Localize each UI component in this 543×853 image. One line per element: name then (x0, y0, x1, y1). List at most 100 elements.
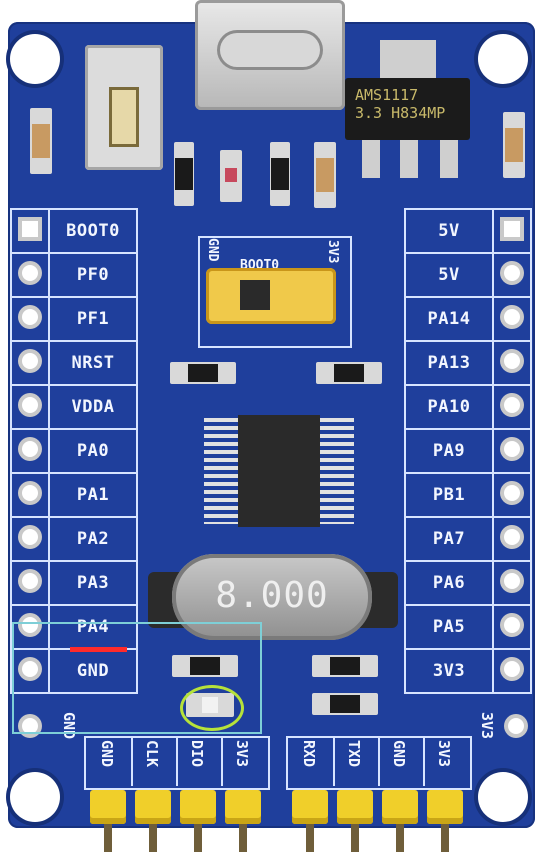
pin-pad-cell (10, 516, 50, 562)
pin-label: 5V (438, 221, 460, 241)
pin-pad-cell (10, 560, 50, 606)
pin-label-cell: 5V (404, 252, 494, 298)
regulator-leg (400, 140, 418, 178)
pin-pad (504, 485, 520, 501)
resistor (170, 362, 236, 384)
bottom-cell-divider (423, 736, 425, 786)
capacitor (314, 142, 336, 208)
regulator-marking: AMS1117 3.3 H834MP (355, 86, 445, 122)
pin-label: PA10 (427, 397, 471, 417)
regulator-leg (362, 140, 380, 178)
crystal-oscillator (172, 554, 372, 640)
bottom-pin-label: GND (390, 740, 408, 768)
pin-row: NRST (10, 340, 138, 386)
pin-label: BOOT0 (66, 221, 120, 241)
header-pin-leg (239, 824, 247, 852)
boot-jumper-area (198, 236, 352, 348)
micro-usb-connector (195, 0, 345, 110)
pin-label: PF0 (76, 265, 110, 285)
pin-label: GND (76, 661, 110, 681)
pin-pad-cell (10, 472, 50, 518)
pin-pad (504, 309, 520, 325)
pin-pad (504, 441, 520, 457)
header-pin-leg (396, 824, 404, 852)
reset-button (85, 45, 163, 170)
pin-row: PA13 (404, 340, 532, 386)
header-pin-leg (149, 824, 157, 852)
capacitor (503, 112, 525, 178)
pin-row: 5V (404, 252, 532, 298)
pin-pad (504, 573, 520, 589)
pin-pad-cell (492, 384, 532, 430)
pin-label-cell: PA1 (48, 472, 138, 518)
pin-label: PA13 (427, 353, 471, 373)
pin-label: PA1 (76, 485, 110, 505)
pin-row: PA14 (404, 296, 532, 342)
pin-pad-cell (492, 340, 532, 386)
pin-pad (22, 617, 38, 633)
pin-label-cell: NRST (48, 340, 138, 386)
header-pin (382, 790, 418, 824)
reset-button-cap (109, 87, 139, 147)
bottom-pin-label: 3V3 (435, 740, 453, 768)
bottom-cell-divider (176, 736, 178, 786)
bottom-cell-divider (378, 736, 380, 786)
pin-row: PF1 (10, 296, 138, 342)
pin-pad-cell (492, 648, 532, 694)
pin-label: 3V3 (432, 661, 466, 681)
pin-label-cell: PA13 (404, 340, 494, 386)
pin-pad (504, 397, 520, 413)
bottom-pin-label: DIO (188, 740, 206, 768)
pin-pad-cell (492, 560, 532, 606)
highlight-underline (70, 647, 127, 652)
pin-row: VDDA (10, 384, 138, 430)
pin-label-cell: 5V (404, 208, 494, 254)
resistor (316, 362, 382, 384)
pin-row: GND (10, 648, 138, 694)
pin-row: PA6 (404, 560, 532, 606)
bottom-cell-divider (333, 736, 335, 786)
pin-pad (504, 661, 520, 677)
pin-label: NRST (71, 353, 115, 373)
pin-label: PA2 (76, 529, 110, 549)
pin-row: PA1 (10, 472, 138, 518)
header-pin-leg (351, 824, 359, 852)
pin-pad (504, 221, 520, 237)
mounting-hole-top-left (10, 34, 60, 84)
led (220, 150, 242, 202)
pin-label: PA3 (76, 573, 110, 593)
header-pin-leg (194, 824, 202, 852)
pin-pad-cell (10, 296, 50, 342)
mcu-pins-right (320, 418, 354, 524)
pin-label: PA14 (427, 309, 471, 329)
header-pin-leg (441, 824, 449, 852)
pin-pad (22, 441, 38, 457)
resistor (270, 142, 290, 206)
pin-label: PF1 (76, 309, 110, 329)
pin-pad-cell (492, 252, 532, 298)
pin-row: PA5 (404, 604, 532, 650)
bottom-pin-label: TXD (345, 740, 363, 768)
regulator-tab (380, 40, 436, 78)
header-pin (337, 790, 373, 824)
voltage-regulator: AMS1117 3.3 H834MP (345, 78, 470, 140)
header-pin (135, 790, 171, 824)
regulator-line-1: AMS1117 (355, 86, 419, 104)
pin-row: PA10 (404, 384, 532, 430)
header-pin (225, 790, 261, 824)
pin-label: PA6 (432, 573, 466, 593)
pin-pad-cell (492, 604, 532, 650)
pin-label-cell: PA6 (404, 560, 494, 606)
pin-row: PF0 (10, 252, 138, 298)
pin-label: PA9 (432, 441, 466, 461)
header-pin (427, 790, 463, 824)
pin-row: PA7 (404, 516, 532, 562)
boot-jumper (206, 268, 336, 324)
pin-label-cell: PF1 (48, 296, 138, 342)
pin-row: PB1 (404, 472, 532, 518)
pin-label-cell: PA5 (404, 604, 494, 650)
regulator-leg (440, 140, 458, 178)
bottom-pin-label: 3V3 (233, 740, 251, 768)
pin-label-cell: BOOT0 (48, 208, 138, 254)
